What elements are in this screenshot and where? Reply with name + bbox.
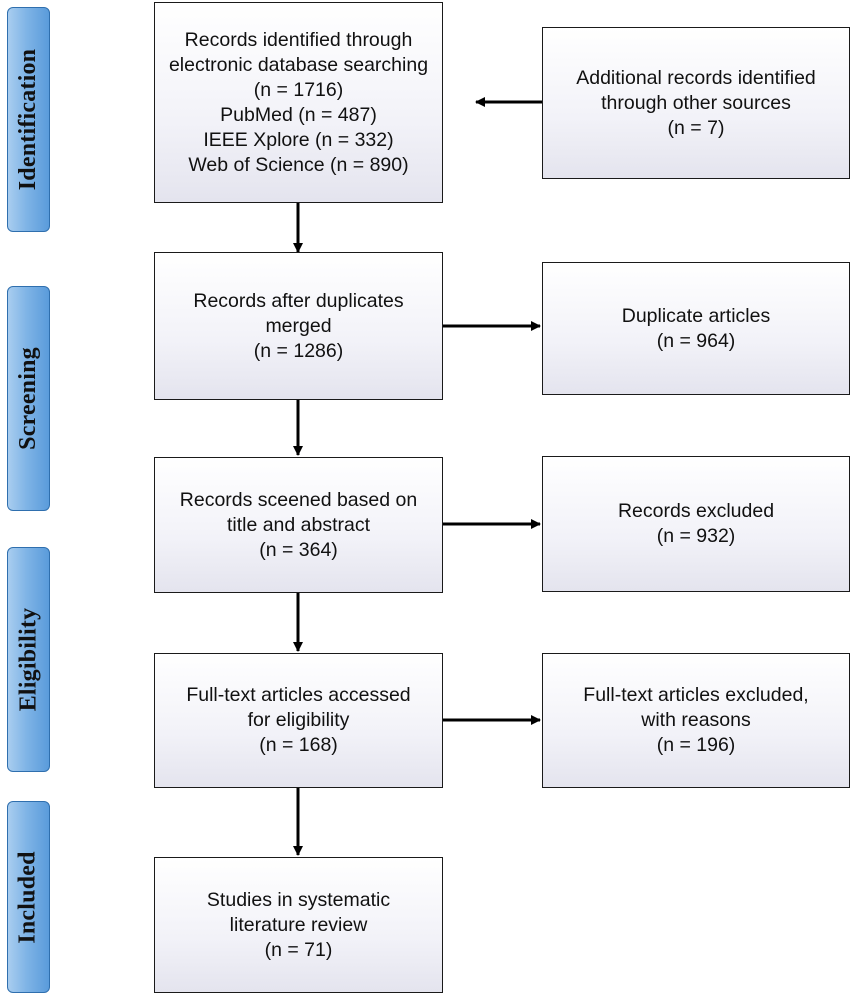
- fulltext-excluded-line-1: Full-text articles excluded,: [583, 684, 809, 706]
- excluded-count: (n = 932): [656, 525, 736, 547]
- screened-line-1: Records sceened based on: [179, 488, 418, 511]
- excluded-line-1: Records excluded: [617, 500, 775, 522]
- duplicates-line-1: Duplicate articles: [621, 304, 771, 327]
- merged-line-2: merged: [265, 314, 332, 337]
- database-wos: Web of Science (n = 890): [188, 153, 409, 176]
- additional-line-1: Additional records identified: [576, 66, 816, 89]
- box-studies-included: Studies in systematic literature review …: [154, 857, 443, 993]
- box-records-merged: Records after duplicates merged (n = 128…: [154, 252, 443, 400]
- phase-label-identification: Identification: [7, 7, 50, 232]
- database-count: (n = 1716): [253, 78, 344, 101]
- included-line-1: Studies in systematic: [206, 888, 391, 911]
- merged-line-1: Records after duplicates: [193, 289, 404, 312]
- database-line-2: electronic database searching: [168, 53, 429, 76]
- fulltext-excluded-line-2: with reasons: [641, 709, 751, 731]
- screened-line-2: title and abstract: [226, 513, 371, 536]
- phase-label-included: Included: [7, 801, 50, 993]
- database-pubmed: PubMed (n = 487): [220, 103, 377, 126]
- included-count: (n = 71): [264, 938, 333, 961]
- fulltext-count: (n = 168): [259, 734, 338, 756]
- box-duplicate-articles: Duplicate articles (n = 964): [542, 262, 850, 395]
- box-fulltext-excluded: Full-text articles excluded, with reason…: [542, 653, 850, 788]
- additional-line-2: through other sources: [601, 91, 791, 114]
- screened-count: (n = 364): [259, 538, 338, 561]
- included-line-2: literature review: [229, 913, 368, 936]
- fulltext-line-2: for eligibility: [247, 709, 350, 731]
- database-line-1: Records identified through: [184, 28, 413, 51]
- additional-count: (n = 7): [667, 116, 725, 139]
- box-fulltext-assessed: Full-text articles accessed for eligibil…: [154, 653, 443, 788]
- fulltext-excluded-count: (n = 196): [656, 734, 736, 756]
- phase-label-eligibility: Eligibility: [7, 547, 50, 772]
- fulltext-line-1: Full-text articles accessed: [186, 684, 411, 706]
- database-ieee: IEEE Xplore (n = 332): [203, 128, 394, 151]
- merged-count: (n = 1286): [253, 339, 344, 362]
- box-records-excluded: Records excluded (n = 932): [542, 456, 850, 592]
- box-database-records: Records identified through electronic da…: [154, 2, 443, 203]
- duplicates-count: (n = 964): [656, 329, 736, 352]
- box-records-screened: Records sceened based on title and abstr…: [154, 457, 443, 593]
- phase-label-screening: Screening: [7, 286, 50, 511]
- box-additional-records: Additional records identified through ot…: [542, 27, 850, 179]
